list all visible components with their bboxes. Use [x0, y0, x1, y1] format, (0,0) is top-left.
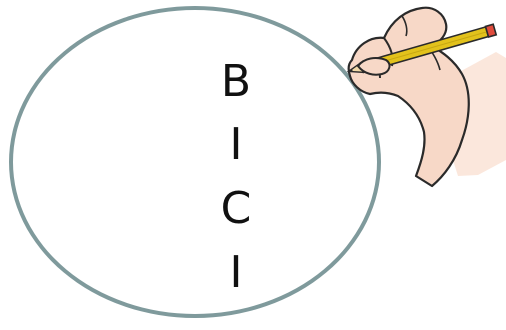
letter-column: B I C I	[206, 58, 266, 298]
letter-c: C	[206, 185, 266, 233]
letter-i: I	[206, 121, 266, 169]
letter-b: B	[206, 58, 266, 106]
speech-ellipse	[9, 6, 381, 318]
letter-i: I	[206, 249, 266, 297]
hand-writing-with-pencil-icon	[330, 0, 506, 250]
